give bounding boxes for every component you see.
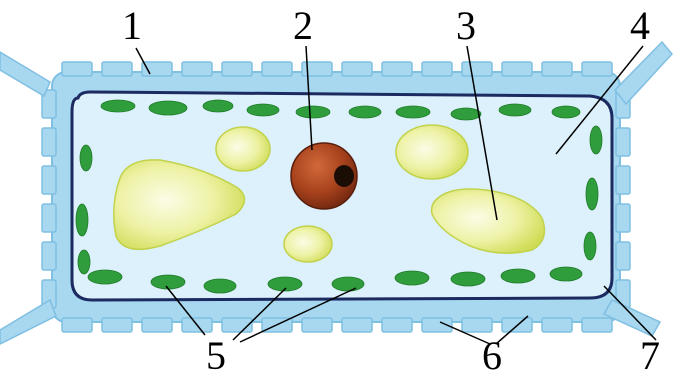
cell-wall-segment bbox=[542, 318, 572, 332]
label-3-vacuole: 3 bbox=[446, 6, 486, 46]
chloroplast bbox=[590, 126, 602, 154]
label-4-cytoplasm: 4 bbox=[620, 6, 660, 46]
chloroplast bbox=[76, 204, 88, 236]
chloroplast bbox=[332, 277, 364, 291]
cell-wall-segment bbox=[102, 318, 132, 332]
chloroplast bbox=[204, 279, 236, 293]
label-6-pore: 6 bbox=[472, 336, 512, 376]
chloroplast bbox=[247, 104, 279, 116]
chloroplast bbox=[149, 101, 187, 115]
chloroplast bbox=[203, 100, 233, 112]
label-7-membrane: 7 bbox=[630, 336, 670, 376]
cell-wall-segment bbox=[42, 166, 56, 194]
cell-wall-segment bbox=[616, 242, 630, 270]
nucleus bbox=[291, 143, 357, 209]
cell-wall-segment bbox=[42, 242, 56, 270]
cell-wall-segment bbox=[142, 318, 172, 332]
chloroplast bbox=[396, 106, 430, 118]
label-1-cell-wall: 1 bbox=[112, 6, 152, 46]
neighbor-wall-bottom-left bbox=[0, 300, 56, 344]
cell-wall-segment bbox=[382, 318, 412, 332]
cell-wall-segment bbox=[462, 318, 492, 332]
cell-wall-segment bbox=[42, 204, 56, 232]
chloroplast bbox=[584, 232, 596, 260]
cell-wall-segment bbox=[62, 62, 92, 76]
label-2-nucleus: 2 bbox=[283, 6, 323, 46]
chloroplast bbox=[550, 267, 582, 281]
chloroplast bbox=[586, 178, 598, 210]
cell-wall-segment bbox=[616, 204, 630, 232]
chloroplast bbox=[296, 106, 330, 118]
cell-wall-segment bbox=[582, 62, 612, 76]
cell-wall-segment bbox=[422, 62, 452, 76]
chloroplast bbox=[78, 250, 90, 274]
neighbor-wall-top-right bbox=[615, 42, 672, 104]
cell-wall-segment bbox=[616, 128, 630, 156]
vacuole-small-top-left bbox=[216, 127, 270, 171]
cell-wall-segment bbox=[462, 62, 492, 76]
vacuole-small-bottom bbox=[284, 226, 332, 262]
chloroplast bbox=[499, 104, 531, 116]
chloroplast bbox=[88, 270, 122, 284]
cell-wall-segment bbox=[262, 62, 292, 76]
label-5-chloroplast: 5 bbox=[196, 336, 236, 376]
chloroplast bbox=[451, 108, 481, 120]
cell-wall-segment bbox=[616, 166, 630, 194]
nucleolus bbox=[334, 165, 354, 187]
cell-wall-segment bbox=[542, 62, 572, 76]
chloroplast bbox=[501, 269, 535, 283]
chloroplast bbox=[349, 106, 381, 118]
cell-wall-segment bbox=[102, 62, 132, 76]
cell-wall-segment bbox=[382, 62, 412, 76]
cell-wall-segment bbox=[582, 318, 612, 332]
vacuole-small-top-right bbox=[396, 125, 468, 179]
cell-wall-segment bbox=[342, 318, 372, 332]
cell-wall-segment bbox=[302, 318, 332, 332]
chloroplast bbox=[101, 100, 135, 112]
chloroplast bbox=[395, 271, 429, 285]
chloroplast bbox=[80, 145, 92, 171]
cell-wall-segment bbox=[342, 62, 372, 76]
chloroplast bbox=[151, 275, 185, 289]
cell-wall-segment bbox=[62, 318, 92, 332]
chloroplast bbox=[552, 106, 580, 118]
cell-wall-segment bbox=[42, 128, 56, 156]
neighbor-wall-top-left bbox=[0, 52, 50, 96]
chloroplast bbox=[451, 272, 485, 286]
cell-wall-segment bbox=[502, 62, 532, 76]
cell-wall-segment bbox=[182, 62, 212, 76]
cell-wall-segment bbox=[222, 62, 252, 76]
